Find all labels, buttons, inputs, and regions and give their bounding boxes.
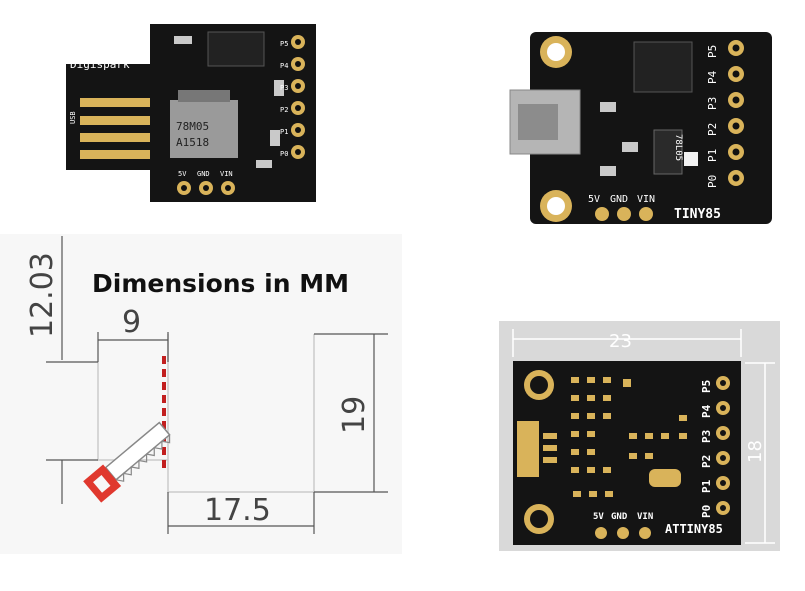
power-label: VIN xyxy=(220,170,233,178)
pin-label: P2 xyxy=(280,106,288,114)
power-label: GND xyxy=(611,512,628,522)
usb-contact xyxy=(80,133,150,142)
attiny-chip xyxy=(633,41,693,93)
micro-usb-board-photo: 78L05 P5 P4 P3 P2 P1 P0 5V GND VIN TINY8… xyxy=(504,30,776,228)
usb-label: USB xyxy=(69,111,77,124)
drawing-title: Dimensions in MM xyxy=(92,269,349,298)
pin-header xyxy=(728,40,744,186)
smd-pads xyxy=(571,377,687,497)
usb-contact xyxy=(80,116,150,125)
smd-component xyxy=(174,36,192,44)
power-header xyxy=(595,527,651,539)
pcb-board xyxy=(530,32,772,224)
pin-label: P2 xyxy=(700,455,713,468)
pin-label: P1 xyxy=(706,149,719,162)
power-label: 5V xyxy=(178,170,187,178)
power-header xyxy=(177,181,235,195)
smd-component xyxy=(600,102,616,112)
smd-component xyxy=(256,160,272,168)
power-label: VIN xyxy=(637,194,655,205)
dim-width-label: 23 xyxy=(609,331,632,352)
pin-label: P0 xyxy=(700,505,713,518)
usb-pad xyxy=(517,421,539,477)
pin-label: P3 xyxy=(700,430,713,443)
digispark-usb-photo: Digispark USB 78M05 A1518 P5 P4 P3 P2 P1… xyxy=(66,20,344,210)
voltage-regulator xyxy=(170,100,238,158)
pin-label: P1 xyxy=(280,128,288,136)
board-name-label: Digispark xyxy=(70,58,130,71)
board-name-label: ATTINY85 xyxy=(665,522,723,536)
pin-header xyxy=(716,376,730,515)
power-label: GND xyxy=(197,170,210,178)
dim-width-bottom: 17.5 xyxy=(204,493,271,528)
pin-header xyxy=(291,35,305,159)
pcb-render-with-dimensions: 23 18 xyxy=(499,321,780,551)
pin-label: P5 xyxy=(700,380,713,393)
pin-label: P0 xyxy=(280,150,288,158)
power-label: 5V xyxy=(588,194,600,205)
pin-label: P1 xyxy=(700,479,713,493)
usb-contact xyxy=(80,150,150,159)
regulator-tab xyxy=(178,90,230,102)
regulator-text-1: 78M05 xyxy=(176,120,209,133)
power-label: 5V xyxy=(593,512,604,522)
board-name-label: TINY85 xyxy=(674,207,721,222)
voltage-regulator xyxy=(653,129,683,175)
dim-height-top: 12.03 xyxy=(25,252,60,338)
power-label: VIN xyxy=(637,512,653,522)
pin-label: P4 xyxy=(700,404,713,418)
dimension-drawing: Dimensions in MM 12.03 9 19 17.5 xyxy=(0,234,402,554)
usb-contact xyxy=(80,98,150,107)
dimension-lines xyxy=(46,236,388,534)
regulator-text-2: A1518 xyxy=(176,136,209,149)
pin-label: P0 xyxy=(706,175,719,188)
saw-icon xyxy=(83,421,171,503)
smd-component xyxy=(274,80,284,96)
pin-label: P5 xyxy=(706,45,719,58)
led xyxy=(684,152,698,166)
pin-label: P2 xyxy=(706,123,719,136)
height-dimension xyxy=(745,362,775,544)
pin-label: P4 xyxy=(706,70,719,84)
dim-height-label: 18 xyxy=(745,440,766,463)
dim-height-right: 19 xyxy=(337,396,372,434)
power-header xyxy=(595,207,653,221)
power-label: GND xyxy=(610,194,628,205)
smd-component xyxy=(270,130,280,146)
pin-label: P3 xyxy=(706,97,719,110)
pin-label: P3 xyxy=(280,84,288,92)
pin-label: P4 xyxy=(280,62,288,70)
pin-label: P5 xyxy=(280,40,288,48)
smd-component xyxy=(622,142,638,152)
regulator-text: 78L05 xyxy=(673,134,683,161)
smd-component xyxy=(600,166,616,176)
attiny-chip xyxy=(207,31,265,67)
width-dimension xyxy=(512,329,742,357)
dim-width-top: 9 xyxy=(122,305,141,340)
connector-opening xyxy=(518,104,558,140)
